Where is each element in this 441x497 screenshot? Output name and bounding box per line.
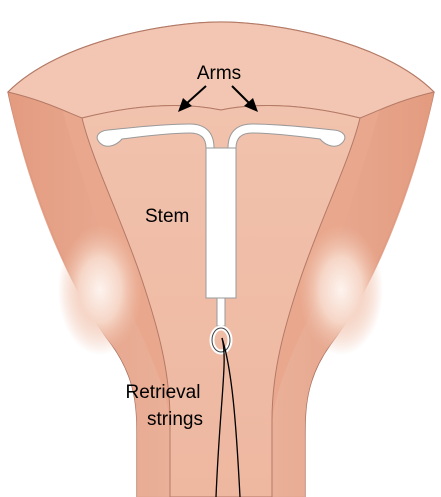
iud-stem bbox=[206, 148, 236, 298]
arms-label: Arms bbox=[197, 63, 241, 84]
stem-label: Stem bbox=[145, 206, 189, 227]
retrieval-label-line2: strings bbox=[147, 409, 203, 430]
retrieval-label-line1: Retrieval bbox=[126, 382, 201, 403]
iud-stem-neck bbox=[217, 298, 225, 326]
